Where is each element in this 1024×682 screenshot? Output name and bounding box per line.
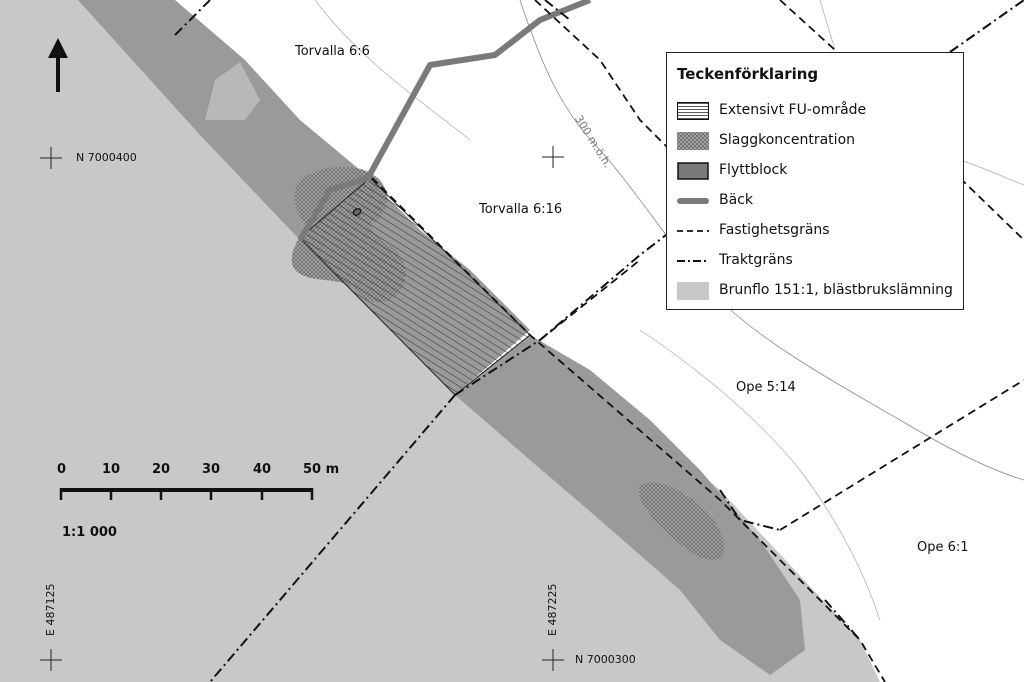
- north-arrow: [48, 38, 68, 92]
- coordinate-crosses: [40, 146, 564, 671]
- legend-item-fu-area: Extensivt FU-område: [677, 101, 962, 121]
- slag-concentration-lower: [639, 482, 725, 560]
- scale-tick-label: 10: [102, 462, 121, 477]
- scale-tick-label: 50 m: [303, 462, 340, 477]
- legend-label: Traktgräns: [719, 252, 793, 268]
- property-label-ope-5-14: Ope 5:14: [736, 380, 796, 395]
- legend-label: Fastighetsgräns: [719, 222, 830, 238]
- coordinate-n-lower: N 7000300: [575, 653, 636, 666]
- site-area-notch: [205, 62, 260, 120]
- legend: Teckenförklaring Extensivt FU-område Sla…: [666, 52, 964, 310]
- legend-label: Flyttblock: [719, 162, 788, 178]
- legend-item-stream: Bäck: [677, 191, 962, 211]
- legend-label: Slaggkoncentration: [719, 132, 856, 148]
- property-boundaries: [371, 0, 1024, 682]
- property-label-torvalla-6-16: Torvalla 6:16: [479, 202, 563, 217]
- coordinate-n-upper: N 7000400: [76, 151, 137, 164]
- legend-item-property-boundary: Fastighetsgräns: [677, 221, 962, 241]
- legend-label: Brunflo 151:1, blästbrukslämning: [719, 282, 953, 298]
- legend-item-site: Brunflo 151:1, blästbrukslämning: [677, 281, 962, 301]
- scale-tick-label: 20: [152, 462, 171, 477]
- legend-label: Bäck: [719, 192, 753, 208]
- legend-item-boulder: Flyttblock: [677, 161, 962, 181]
- scale-tick-label: 40: [253, 462, 272, 477]
- site-area-lower: [455, 335, 805, 675]
- dark-box-icon: [677, 162, 709, 180]
- legend-item-slag: Slaggkoncentration: [677, 131, 962, 151]
- contour-line-3: [819, 0, 1024, 186]
- scale-ratio: 1:1 000: [62, 525, 117, 540]
- legend-title: Teckenförklaring: [677, 65, 819, 83]
- crosshatch-area-icon: [677, 132, 709, 150]
- hatched-area-icon: [677, 102, 709, 120]
- scale-tick-label: 30: [202, 462, 221, 477]
- district-boundaries: [174, 0, 1024, 682]
- stream: [297, 0, 592, 242]
- coordinate-e-right: E 487225: [546, 583, 559, 636]
- thick-gray-line-icon: [677, 198, 709, 204]
- dashed-line-icon: [677, 230, 709, 232]
- coordinate-e-left: E 487125: [44, 583, 57, 636]
- legend-label: Extensivt FU-område: [719, 102, 867, 118]
- scale-tick-label: 0: [57, 462, 67, 477]
- scale-bar: [59, 488, 314, 500]
- boulder: [352, 208, 362, 216]
- light-gray-area-icon: [677, 282, 709, 300]
- contour-line-2: [314, 0, 881, 621]
- legend-item-district-boundary: Traktgräns: [677, 251, 962, 271]
- property-label-ope-6-1: Ope 6:1: [917, 540, 969, 555]
- property-label-torvalla-6-6: Torvalla 6:6: [295, 44, 370, 59]
- dash-dot-line-icon: [677, 260, 709, 262]
